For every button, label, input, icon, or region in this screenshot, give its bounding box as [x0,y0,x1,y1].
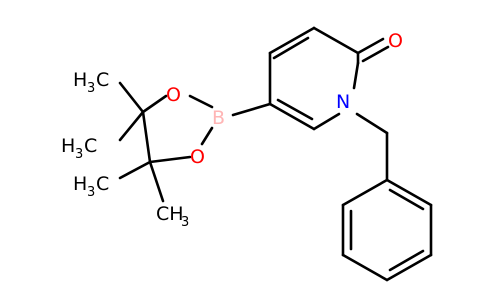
ring-oxygen-bottom-label: O [190,146,205,168]
nitrogen-label: N [336,91,350,113]
bond-c2-c3 [312,26,360,55]
pyridinone-ring [268,26,360,131]
methyl-bonds [118,81,165,203]
bond-ph-1 [341,178,389,207]
methyl-2-sub: 3 [75,147,83,162]
bond-b-o-top [188,94,214,109]
methyl-3-h: H [73,173,87,195]
bond-me-3 [118,160,152,180]
bond-o-top-c [141,94,168,114]
methyl-3-c: C [96,173,109,195]
bond-c3-c4-inner [272,36,310,60]
bond-c5-c6-inner [276,98,314,121]
methyl-label-3: H 3 C [73,173,109,200]
methyl-label-1: H 3 C [73,69,109,96]
bond-c6-n [312,112,341,131]
methyl-label-4: CH 3 [156,203,189,230]
methyl-1-h: H [73,69,87,91]
bond-ph-6 [385,178,433,207]
bond-ph-3 [341,253,389,282]
methyl-2-h: H [61,135,75,157]
ring-oxygen-top-label: O [166,84,181,106]
bond-n-c2 [352,61,360,90]
bond-me-4 [148,160,165,203]
bond-c5-b [231,102,272,117]
bond-ph-inner-3 [388,188,425,211]
bond-n-ch2 [355,112,389,135]
bond-b-o-bottom [200,126,214,146]
carbonyl-group [356,37,390,63]
methyl-1-sub: 3 [87,81,95,96]
dioxaborolane-ring [141,94,214,164]
bond-me-2 [118,110,145,142]
benzyl-group [341,112,433,282]
methyl-3-sub: 3 [87,185,95,200]
methyl-4-ch: CH [156,203,184,225]
bond-ph-4 [385,253,433,282]
bond-o-bottom-c [148,155,192,164]
methyl-2-c: C [84,135,97,157]
boron-label: B [212,107,225,129]
methyl-label-2: H 3 C [61,135,97,162]
carbonyl-oxygen-label: O [388,30,403,52]
bond-c5-c6 [268,102,316,131]
methyl-4-sub: 3 [181,215,189,230]
bond-c2-o-1 [356,37,385,55]
bond-me-1 [118,81,145,114]
bond-c-c [141,110,152,164]
bond-c3-c4 [268,26,316,55]
bond-ph-inner-2 [388,249,425,272]
methyl-1-c: C [96,69,109,91]
bond-c2-o-2 [361,45,390,63]
